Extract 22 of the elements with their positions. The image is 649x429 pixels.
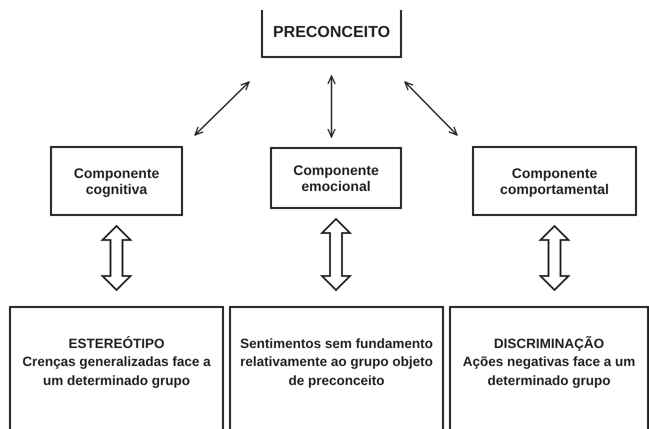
body-text: Crenças generalizadas face a um determinado grupo: [21, 353, 212, 390]
hollow-double-arrow: [320, 218, 352, 292]
body-text: Componente emocional: [292, 162, 380, 194]
body-text: Ações negativas face a um determinado grupo: [462, 353, 636, 390]
double-arrow: [194, 81, 250, 136]
text-box: [270, 147, 402, 209]
heading: ESTEREÓTIPO: [68, 335, 165, 354]
text-box: [229, 306, 444, 429]
text-box: [50, 146, 183, 216]
text-box: [261, 10, 402, 58]
body-text: PRECONCEITO: [272, 24, 390, 42]
text-box: [449, 306, 649, 429]
heading: DISCRIMINAÇÃO: [494, 335, 604, 354]
double-arrow: [404, 81, 458, 136]
text-box: [472, 146, 637, 216]
double-arrow: [327, 75, 336, 138]
body-text: Componente cognitiva: [72, 165, 160, 197]
hollow-double-arrow: [538, 224, 571, 292]
hollow-double-arrow: [100, 224, 133, 292]
body-text: Componente comportamental: [499, 165, 610, 197]
text-box: [9, 306, 224, 429]
body-text: Sentimentos sem fundamento relativamente ao grupo objeto de preconceito: [239, 335, 434, 390]
